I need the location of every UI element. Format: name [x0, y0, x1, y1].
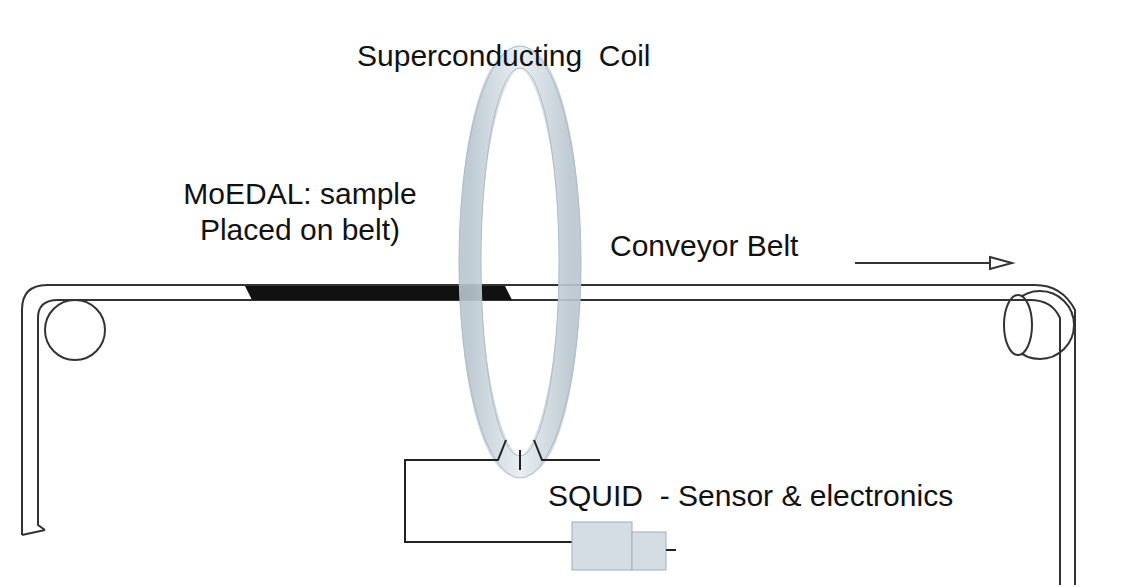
coil-edge [459, 46, 581, 478]
squid-label: SQUID - Sensor & electronics [548, 478, 1088, 514]
belt-label: Conveyor Belt [610, 228, 870, 264]
coil-label: Superconducting Coil [357, 38, 777, 74]
right-roller-face [1004, 295, 1032, 355]
left-roller [45, 300, 105, 360]
squid-wire [534, 440, 600, 460]
sample-label: MoEDAL: sample Placed on belt) [160, 176, 440, 248]
squid-electronics [632, 532, 666, 570]
direction-arrow [855, 262, 1000, 264]
superconducting-coil [470, 57, 570, 467]
squid-box [572, 522, 632, 570]
squid-wire [405, 440, 572, 542]
